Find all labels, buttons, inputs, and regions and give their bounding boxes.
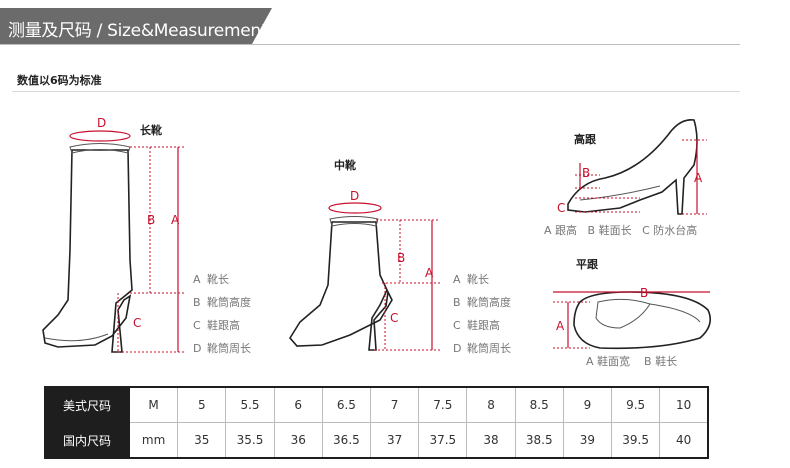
table-cell: 37 (370, 422, 420, 459)
table-row: 国内尺码 mm 35 35.5 36 36.5 37 37.5 38 38.5 … (44, 422, 710, 459)
table-cell: 8.5 (514, 386, 564, 423)
header-divider (0, 44, 740, 45)
header-banner (0, 8, 272, 44)
table-cell: 36.5 (321, 422, 372, 459)
flat-shoe-title: 平跟 (576, 258, 598, 271)
marker-c-mid: C (390, 311, 398, 325)
marker-d: D (97, 116, 106, 130)
table-cell: 7 (370, 386, 420, 423)
marker-b: B (147, 213, 155, 227)
mid-boot-illustration (289, 202, 440, 351)
table-cell: 38.5 (514, 422, 564, 459)
marker-d-mid: D (350, 189, 359, 203)
high-heel-illustration (567, 118, 707, 215)
long-boot-illustration (42, 130, 186, 353)
marker-a: A (171, 213, 180, 227)
high-heel-title: 高跟 (574, 133, 596, 146)
table-cell: 9 (562, 386, 613, 423)
table-cell: 36 (273, 422, 323, 459)
table-cell: 35 (177, 422, 227, 459)
table-cell: 9.5 (611, 386, 661, 423)
table-cell: M (128, 386, 179, 423)
row-header-cn: 国内尺码 (44, 422, 130, 459)
section-divider (12, 91, 740, 92)
size-table: 美式尺码 M 5 5.5 6 6.5 7 7.5 8 8.5 9 9.5 10 … (44, 386, 710, 459)
table-cell: 6 (273, 386, 323, 423)
marker-c: C (133, 316, 141, 330)
flat-shoe-illustration (553, 291, 711, 350)
marker-a-mid: A (425, 266, 434, 280)
high-heel-legend: A 跟高 B 鞋面长 C 防水台高 (544, 224, 698, 237)
marker-c-heel: C (557, 201, 565, 215)
measurement-note: 数值以6码为标准 (17, 74, 102, 87)
table-cell: 7.5 (418, 386, 468, 423)
table-cell: 5 (177, 386, 227, 423)
page-title: 测量及尺码 / Size&Measurement (8, 21, 268, 41)
marker-b-mid: B (397, 251, 405, 265)
table-cell: 5.5 (225, 386, 275, 423)
long-boot-title: 长靴 (140, 124, 162, 137)
table-cell: 39.5 (611, 422, 661, 459)
marker-b-heel: B (582, 166, 590, 180)
table-cell: 10 (659, 386, 710, 423)
table-cell: 37.5 (418, 422, 468, 459)
table-cell: 38 (466, 422, 516, 459)
table-cell: 8 (466, 386, 516, 423)
table-row: 美式尺码 M 5 5.5 6 6.5 7 7.5 8 8.5 9 9.5 10 (44, 386, 710, 423)
marker-b-flat: B (640, 286, 648, 300)
table-cell: 39 (562, 422, 613, 459)
flat-shoe-legend: A 鞋面宽 B 鞋长 (586, 355, 678, 368)
marker-a-flat: A (556, 319, 565, 333)
row-header-us: 美式尺码 (44, 386, 130, 423)
table-cell: 40 (659, 422, 710, 459)
table-cell: mm (128, 422, 179, 459)
mid-boot-title: 中靴 (334, 159, 356, 172)
table-cell: 6.5 (321, 386, 372, 423)
marker-a-heel: A (694, 171, 703, 185)
table-cell: 35.5 (225, 422, 275, 459)
